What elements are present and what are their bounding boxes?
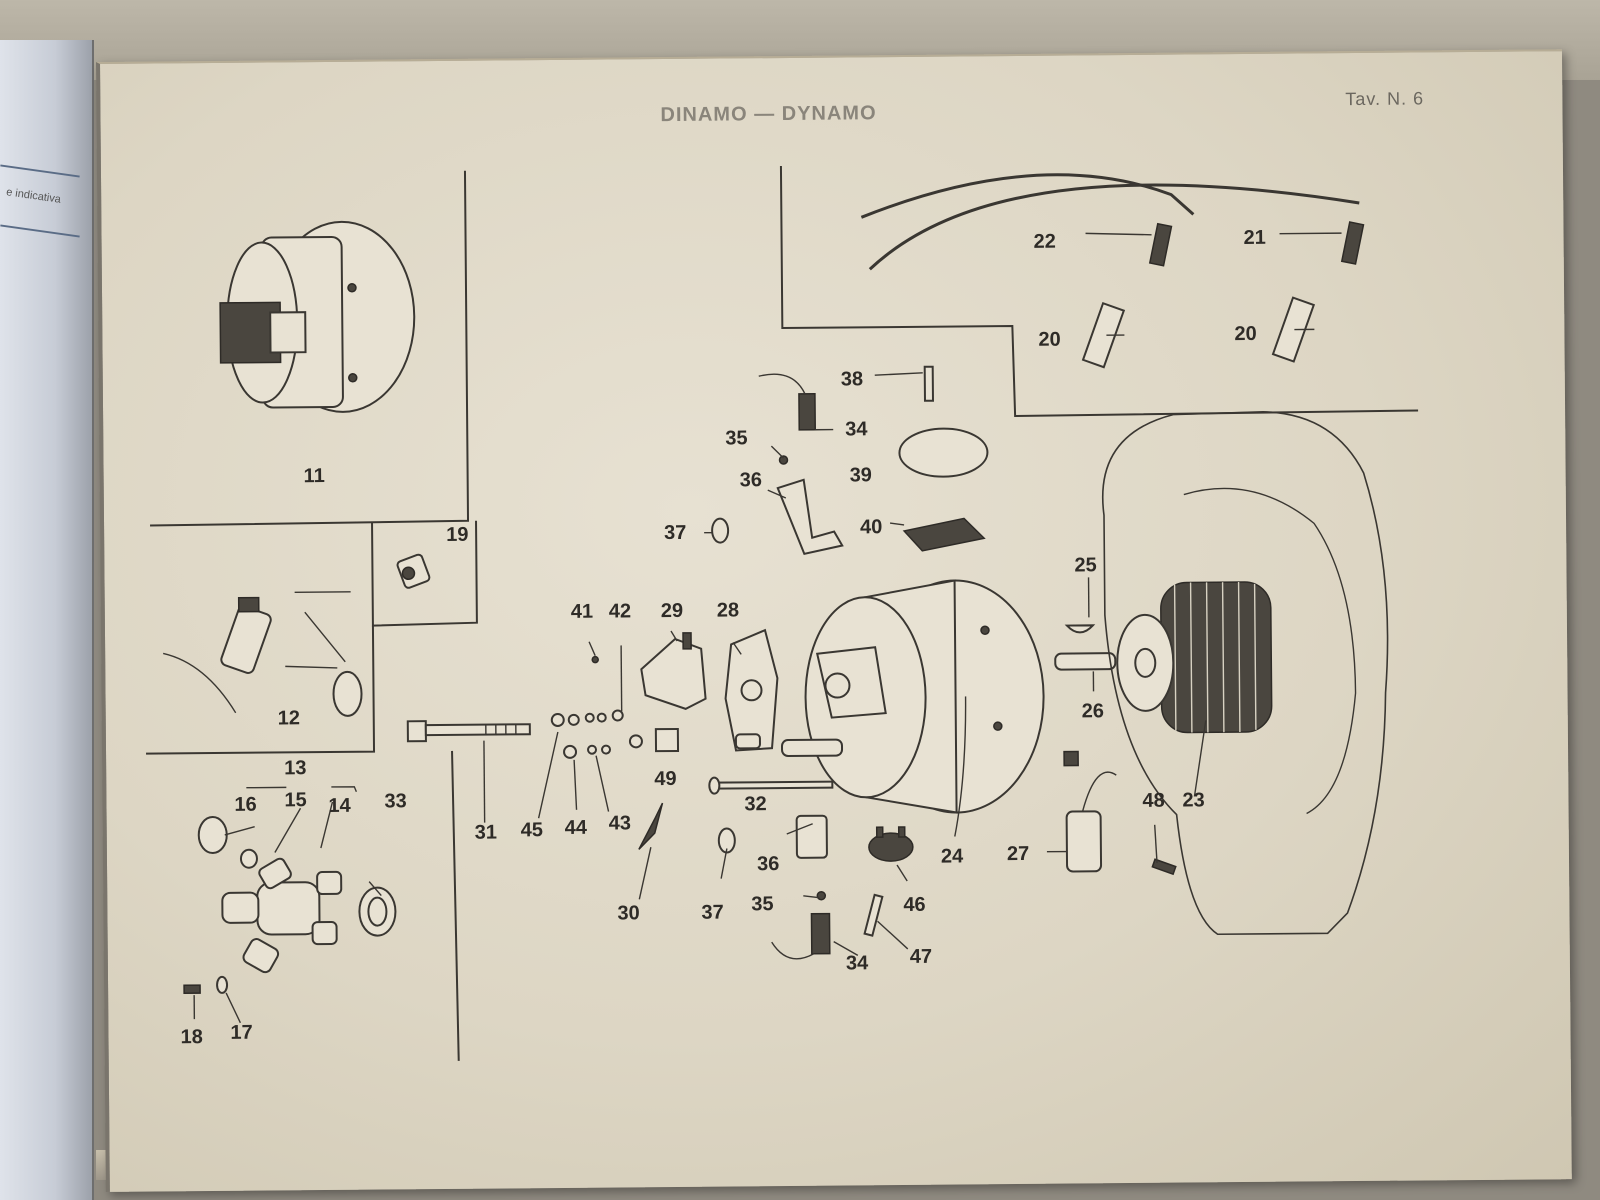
callout-38: 38 (841, 368, 863, 390)
plate-number: Tav. N. 6 (1345, 88, 1424, 109)
screw-32-drawing (708, 776, 834, 795)
spring-37-lower-drawing (717, 827, 736, 854)
callout-20-right: 20 (1234, 323, 1256, 345)
spring-37-upper-drawing (711, 517, 730, 544)
leader-lines (193, 232, 1342, 1024)
crankcase-cover-outline (1183, 487, 1357, 815)
callout-12: 12 (278, 707, 300, 729)
panel-border (451, 750, 460, 1061)
callout-34-upper: 34 (845, 418, 868, 440)
key-25-drawing (1064, 624, 1096, 634)
callout-35-lower: 35 (751, 893, 773, 915)
exploded-diagram: DINAMO — DYNAMO Tav. N. 6 (146, 88, 1424, 1061)
fitting-12-drawing (163, 591, 363, 717)
bolt-31-drawing (406, 720, 531, 743)
callout-43: 43 (609, 812, 631, 834)
callout-23: 23 (1182, 789, 1204, 811)
callout-42: 42 (609, 600, 631, 622)
callout-40: 40 (860, 516, 882, 538)
callout-34-lower: 34 (846, 952, 869, 974)
end-plate-28-drawing (724, 628, 779, 752)
panel-border (779, 166, 1419, 418)
callout-49: 49 (654, 768, 676, 790)
callout-20-left: 20 (1038, 329, 1060, 351)
brush-34-upper-drawing (758, 373, 816, 431)
callout-37-upper: 37 (664, 522, 686, 544)
callout-21: 21 (1243, 227, 1265, 249)
callout-45: 45 (521, 819, 543, 841)
callout-16: 16 (234, 794, 256, 816)
armature-23-drawing (1116, 581, 1273, 734)
callout-24: 24 (941, 845, 964, 867)
callout-33: 33 (384, 790, 406, 812)
left-page-rule (0, 224, 80, 238)
shaft-26-drawing (1054, 652, 1117, 671)
callout-36-upper: 36 (740, 469, 762, 491)
screw-47-drawing (863, 893, 884, 937)
callout-30: 30 (617, 902, 639, 924)
callout-29: 29 (661, 600, 683, 622)
screw-48-drawing (1151, 858, 1177, 876)
left-page-rule (0, 164, 80, 178)
callout-41: 41 (571, 601, 593, 623)
callout-27: 27 (1007, 843, 1029, 865)
callout-47: 47 (910, 946, 932, 968)
left-page-edge: e indicativa (0, 40, 94, 1200)
callout-37-lower: 37 (701, 902, 723, 924)
callout-31: 31 (475, 822, 497, 844)
callout-44: 44 (565, 817, 588, 839)
crankcase-cover-outline (1102, 411, 1389, 936)
callout-48: 48 (1142, 790, 1164, 812)
callout-32: 32 (744, 793, 766, 815)
capacitor-27-drawing (1063, 750, 1117, 873)
callout-15: 15 (284, 789, 306, 811)
junction-block-drawing (183, 786, 397, 995)
callout-46: 46 (903, 894, 925, 916)
callout-17: 17 (230, 1022, 252, 1044)
callout-39: 39 (850, 464, 872, 486)
callout-13: 13 (284, 757, 306, 779)
pole-shoe-40-drawing (902, 517, 986, 552)
ignition-cables-drawing (860, 173, 1365, 369)
left-page-text: e indicativa (5, 186, 62, 206)
callout-26: 26 (1082, 700, 1104, 722)
catalog-page: DINAMO — DYNAMO Tav. N. 6 (96, 49, 1572, 1192)
callout-11: 11 (304, 465, 325, 487)
callout-25: 25 (1074, 554, 1096, 576)
callout-14: 14 (328, 795, 351, 817)
brush-34-lower-drawing (771, 912, 831, 960)
cap-46-drawing (868, 826, 914, 862)
part-30-drawing (638, 802, 664, 850)
callout-19: 19 (446, 524, 468, 546)
washers-drawing (550, 655, 643, 759)
callout-36-lower: 36 (757, 853, 779, 875)
panel-border (146, 625, 376, 755)
coil-39-drawing (898, 427, 989, 478)
screw-35-upper-drawing (778, 455, 789, 465)
callout-22: 22 (1034, 231, 1056, 253)
bracket-36-upper-drawing (776, 478, 844, 555)
bracket-36-lower-drawing (795, 814, 828, 859)
dynamo-body-24-drawing (780, 579, 1045, 814)
nipple-19-drawing (396, 553, 431, 589)
callout-18: 18 (180, 1026, 202, 1048)
dynamo-assembly-drawing (219, 220, 416, 413)
brush-49-drawing (654, 727, 680, 753)
screw-35-lower-drawing (816, 890, 827, 901)
page-title: DINAMO — DYNAMO (660, 102, 876, 126)
brush-holder-29-drawing (640, 632, 707, 710)
callout-28: 28 (717, 599, 739, 621)
callout-labels: 11 12 13 14 15 16 17 18 19 20 20 21 22 2… (180, 227, 1266, 1049)
screw-38-drawing (923, 365, 934, 402)
panel-border (150, 170, 470, 527)
callout-35-upper: 35 (725, 427, 747, 449)
panel-border (371, 520, 478, 627)
